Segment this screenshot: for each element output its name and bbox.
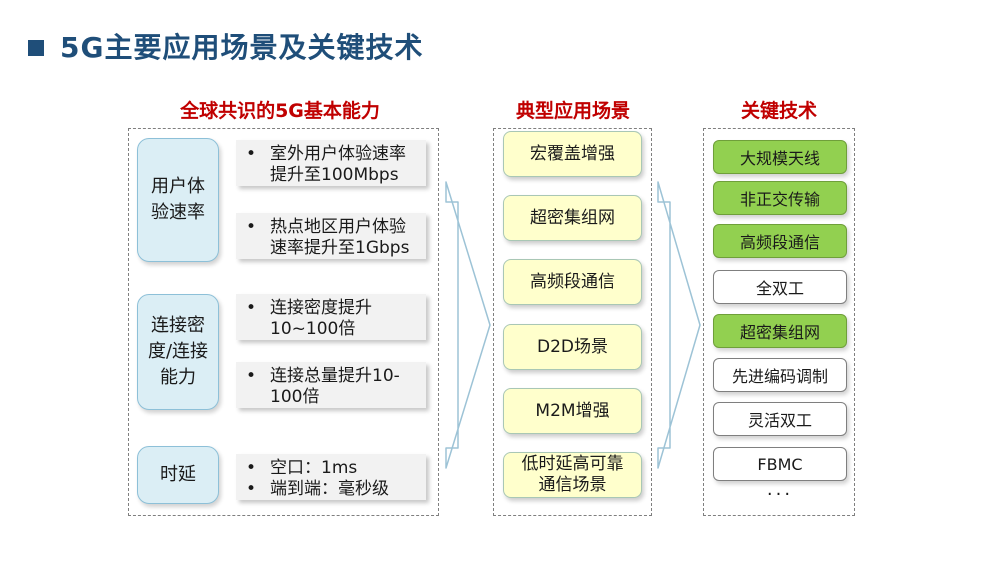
capability-label: 时延 [160,464,196,485]
item-text: 空口：1ms [270,458,358,478]
item-text: 提升至100Mbps [270,165,399,185]
technology-box: 先进编码调制 [713,358,847,392]
scenarios-header: 典型应用场景 [515,100,630,122]
scenario-box: M2M增强 [503,388,642,434]
item-text: 10~100倍 [270,319,356,339]
technology-box: 大规模天线 [713,140,847,174]
scenario-box: 高频段通信 [503,259,642,305]
capabilities-header: 全球共识的5G基本能力 [180,100,380,122]
capability-item: • 室外用户体验速率 提升至100Mbps [236,140,426,186]
bullet-dot: • [246,458,257,478]
capability-item: • 连接密度提升 10~100倍 [236,294,426,340]
item-text: 连接密度提升 [270,298,372,318]
bullet-dot: • [246,479,257,499]
bullet-dot: • [246,366,257,386]
technology-box: 高频段通信 [713,224,847,258]
technology-box: 超密集组网 [713,314,847,348]
technology-box: FBMC [713,447,847,481]
bullet-dot: • [246,217,257,237]
item-text: 热点地区用户体验 [270,217,406,237]
item-text: 端到端：毫秒级 [270,479,389,499]
scenario-box: D2D场景 [503,324,642,370]
capability-connection-density: 连接密度/连接能力 [137,294,219,410]
capability-user-rate: 用户体验速率 [137,138,219,262]
technology-box: 灵活双工 [713,402,847,436]
arrow-scenarios-to-technologies [657,181,701,469]
item-text: 速率提升至1Gbps [270,238,410,258]
capability-label: 用户体验速率 [151,176,205,223]
capability-item: • 热点地区用户体验 速率提升至1Gbps [236,213,426,259]
page-title: 5G主要应用场景及关键技术 [60,31,424,64]
capability-label: 连接密度/连接能力 [147,315,209,388]
item-text: 100倍 [270,387,320,407]
capability-latency: 时延 [137,446,219,504]
more-technologies-ellipsis: ··· [766,484,794,505]
capability-item: • 空口：1ms • 端到端：毫秒级 [236,454,426,500]
technology-box: 全双工 [713,270,847,304]
scenario-text: 低时延高可靠通信场景 [521,454,624,495]
technologies-group [703,128,855,516]
item-text: 室外用户体验速率 [270,144,406,164]
technology-box: 非正交传输 [713,181,847,215]
item-text: 连接总量提升10- [270,366,400,386]
scenario-box: 宏覆盖增强 [503,131,642,177]
scenario-box: 超密集组网 [503,195,642,241]
capability-item: • 连接总量提升10- 100倍 [236,362,426,408]
scenario-box: 低时延高可靠通信场景 [503,452,642,498]
scenarios-group [493,128,652,516]
bullet-dot: • [246,298,257,318]
bullet-dot: • [246,144,257,164]
title-bullet-square [28,40,44,56]
technologies-header: 关键技术 [740,100,817,122]
capabilities-group [128,128,439,516]
arrow-capabilities-to-scenarios [445,181,491,469]
